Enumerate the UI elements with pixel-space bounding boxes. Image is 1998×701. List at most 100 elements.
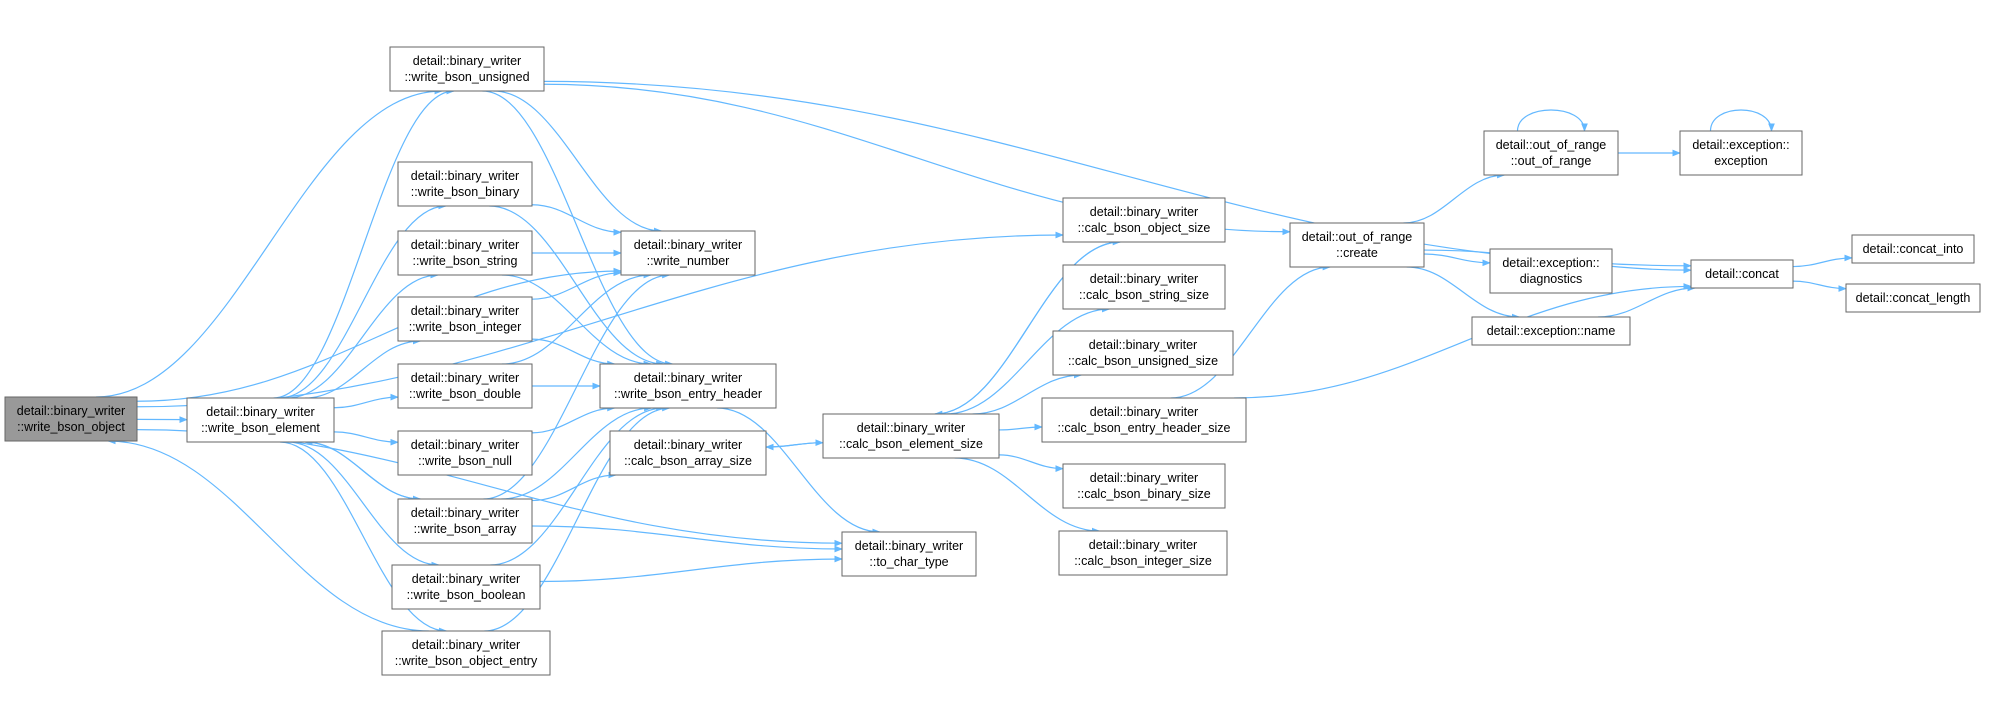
node-label: detail::binary_writer	[206, 405, 314, 419]
node-label: detail::binary_writer	[411, 371, 519, 385]
node-box	[620, 230, 756, 276]
node-box	[1058, 530, 1228, 576]
graph-node[interactable]: detail::out_of_range::out_of_range	[1483, 130, 1619, 176]
edge-n27-n29	[1792, 280, 1847, 292]
graph-node[interactable]: detail::binary_writer::write_bson_null	[397, 430, 533, 476]
node-box	[1471, 316, 1631, 346]
node-label: ::write_bson_object_entry	[395, 654, 538, 668]
node-label: detail::binary_writer	[857, 421, 965, 435]
edge-n22-n25	[1406, 266, 1521, 321]
graph-node[interactable]: detail::binary_writer::calc_bson_entry_h…	[1041, 397, 1247, 443]
graph-node[interactable]: detail::binary_writer::calc_bson_string_…	[1062, 264, 1226, 310]
node-label: detail::binary_writer	[1090, 405, 1198, 419]
node-label: ::calc_bson_array_size	[624, 454, 752, 468]
node-label: detail::binary_writer	[1089, 338, 1197, 352]
node-box	[822, 413, 1000, 459]
node-label: ::write_bson_element	[201, 421, 320, 435]
graph-node[interactable]: detail::concat_length	[1845, 283, 1981, 313]
node-label: detail::binary_writer	[411, 238, 519, 252]
graph-node[interactable]: detail::concat_into	[1851, 234, 1975, 264]
node-box	[1690, 259, 1794, 289]
node-box	[609, 430, 767, 476]
graph-node[interactable]: detail::binary_writer::calc_bson_unsigne…	[1052, 330, 1234, 376]
graph-node[interactable]: detail::binary_writer::to_char_type	[841, 531, 977, 577]
node-label: ::write_bson_unsigned	[404, 70, 529, 84]
graph-node[interactable]: detail::binary_writer::write_bson_boolea…	[391, 564, 541, 610]
graph-node[interactable]: detail::binary_writer::calc_bson_array_s…	[609, 430, 767, 476]
node-box	[397, 363, 533, 409]
node-label: ::write_bson_double	[409, 387, 521, 401]
graph-node[interactable]: detail::concat	[1690, 259, 1794, 289]
edge-n14-n13	[765, 442, 824, 451]
node-box	[1489, 248, 1613, 294]
graph-node[interactable]: detail::binary_writer::write_bson_object	[4, 396, 138, 442]
edge-n1-n10	[279, 441, 448, 635]
edge-n5-n12	[531, 338, 616, 368]
node-label: ::write_bson_null	[418, 454, 512, 468]
graph-node[interactable]: detail::binary_writer::write_number	[620, 230, 756, 276]
node-label: ::write_bson_entry_header	[614, 387, 762, 401]
node-label: detail::binary_writer	[412, 572, 520, 586]
graph-node[interactable]: detail::binary_writer::calc_bson_element…	[822, 413, 1000, 459]
graph-node[interactable]: detail::binary_writer::write_bson_binary	[397, 161, 533, 207]
edge-n0-n2	[95, 87, 443, 398]
graph-node[interactable]: detail::binary_writer::write_bson_array	[397, 498, 533, 544]
node-label: ::create	[1336, 246, 1378, 260]
edge-n10-n12	[484, 404, 671, 632]
node-label: ::write_bson_array	[414, 522, 518, 536]
node-label: ::write_bson_integer	[409, 320, 522, 334]
node-box	[1041, 397, 1247, 443]
edge-n22-n24	[1423, 253, 1491, 267]
graph-node[interactable]: detail::binary_writer::calc_bson_binary_…	[1062, 463, 1226, 509]
graph-node[interactable]: detail::binary_writer::write_bson_intege…	[397, 296, 533, 342]
graph-node[interactable]: detail::exception::exception	[1679, 130, 1803, 176]
graph-node[interactable]: detail::binary_writer::calc_bson_object_…	[1062, 197, 1226, 243]
node-label: detail::concat_length	[1856, 291, 1971, 305]
node-label: ::calc_bson_object_size	[1078, 221, 1211, 235]
edge-n14-n18	[972, 371, 1083, 415]
graph-node[interactable]: detail::binary_writer::write_bson_object…	[381, 630, 551, 676]
edge-n19-n27	[1234, 283, 1692, 399]
node-label: detail::concat	[1705, 267, 1779, 281]
edge-n16-n14	[933, 241, 1121, 418]
graph-node[interactable]: detail::exception::diagnostics	[1489, 248, 1613, 294]
graph-node[interactable]: detail::binary_writer::write_bson_string	[397, 230, 533, 276]
edge-n3-n11	[531, 204, 622, 236]
node-label: detail::binary_writer	[411, 438, 519, 452]
edge-n1-n4	[287, 271, 439, 399]
node-label: detail::binary_writer	[634, 238, 742, 252]
node-label: detail::binary_writer	[1090, 471, 1198, 485]
node-label: detail::binary_writer	[412, 638, 520, 652]
edge-n7-n12	[531, 404, 616, 434]
graph-node[interactable]: detail::binary_writer::write_bson_elemen…	[186, 397, 335, 443]
node-box	[1062, 197, 1226, 243]
graph-node[interactable]: detail::binary_writer::write_bson_double	[397, 363, 533, 409]
node-box	[186, 397, 335, 443]
edge-n1-n5	[305, 337, 422, 399]
node-label: ::write_number	[647, 254, 730, 268]
node-label: detail::binary_writer	[413, 54, 521, 68]
edge-n8-n1	[304, 438, 421, 500]
node-label: ::calc_bson_integer_size	[1074, 554, 1212, 568]
node-box	[1052, 330, 1234, 376]
graph-node[interactable]: detail::binary_writer::write_bson_unsign…	[389, 46, 545, 92]
node-box	[1062, 463, 1226, 509]
edge-n3-n12	[489, 205, 665, 368]
node-box	[389, 46, 545, 92]
graph-node[interactable]: detail::out_of_range::create	[1289, 222, 1425, 268]
edge-n25-n27	[1597, 284, 1696, 318]
node-label: ::calc_bson_string_size	[1079, 288, 1209, 302]
graph-node[interactable]: detail::binary_writer::calc_bson_integer…	[1058, 530, 1228, 576]
graph-node[interactable]: detail::binary_writer::write_bson_entry_…	[599, 363, 777, 409]
node-label: detail::binary_writer	[634, 371, 742, 385]
node-label: ::write_bson_boolean	[407, 588, 526, 602]
edge-n26-n26	[1709, 109, 1775, 132]
graph-node[interactable]: detail::exception::name	[1471, 316, 1631, 346]
edge-n14-n21	[954, 457, 1101, 535]
edge-n9-n12	[490, 404, 665, 566]
node-label: ::write_bson_binary	[411, 185, 520, 199]
edge-n1-n9	[287, 441, 440, 569]
edge-n14-n19	[998, 423, 1043, 431]
node-label: ::write_bson_object	[17, 420, 125, 434]
edge-n1-n6	[333, 393, 399, 409]
